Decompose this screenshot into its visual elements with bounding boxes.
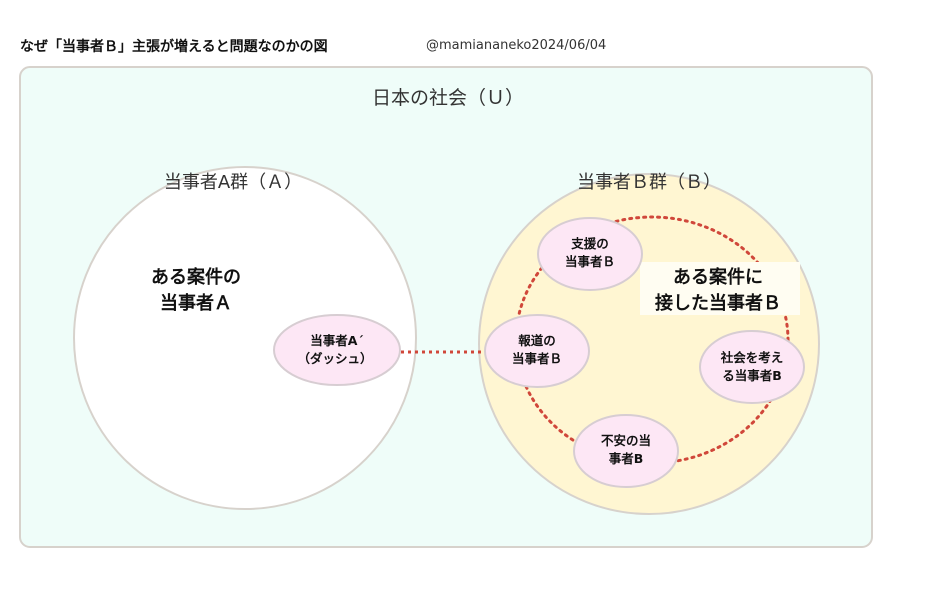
group-a-label: 当事者A群（Ａ） [164, 172, 302, 193]
universe-label: 日本の社会（Ｕ） [372, 87, 524, 109]
group-b-main-line-2: 接した当事者Ｂ [655, 292, 781, 314]
node-a-dash-line-2: （ダッシュ） [297, 351, 372, 366]
group-b-label: 当事者Ｂ群（Ｂ） [577, 172, 721, 193]
group-a-circle [73, 166, 417, 510]
node-society-line-1: 社会を考え [720, 350, 784, 365]
group-a-main-line-1: ある案件の [151, 266, 241, 288]
group-b-main-label-box [640, 262, 800, 315]
author-credit: @mamiananeko2024/06/04 [426, 38, 607, 53]
node-anxiety [573, 414, 679, 488]
node-anxiety-line-2: 事者B [609, 451, 644, 466]
node-a-dash [273, 314, 401, 386]
node-society [699, 330, 805, 404]
diagram-title: なぜ「当事者Ｂ」主張が増えると問題なのかの図 [20, 39, 328, 55]
node-a-dash-line-1: 当事者A´ [310, 333, 363, 348]
node-report-line-2: 当事者Ｂ [512, 351, 562, 366]
node-support-line-1: 支援の [570, 236, 609, 251]
node-report-line-1: 報道の [518, 333, 556, 348]
group-b-main-line-1: ある案件に [673, 266, 763, 288]
node-support [537, 217, 643, 291]
node-support-line-2: 当事者Ｂ [565, 254, 615, 269]
group-a-main-line-2: 当事者Ａ [160, 292, 232, 314]
node-report [484, 314, 590, 388]
node-society-line-2: る当事者B [722, 368, 782, 383]
node-anxiety-line-1: 不安の当 [601, 433, 651, 448]
